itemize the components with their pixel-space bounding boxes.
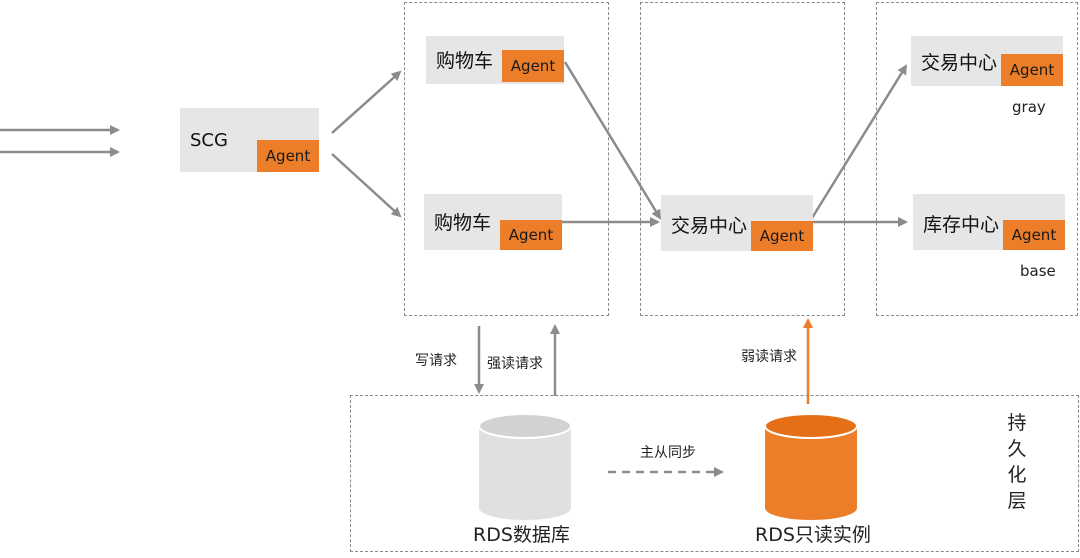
gray-tag: gray — [1012, 98, 1046, 116]
trade-to-gray-arrow — [810, 64, 908, 219]
rds-database-cylinder — [478, 413, 572, 520]
inventory-center-node: 库存中心 Agent — [913, 194, 1065, 250]
trade-center-gray-node: 交易中心 Agent — [911, 36, 1063, 86]
scg-agent-badge: Agent — [257, 140, 319, 172]
cart-top-node: 购物车 Agent — [426, 36, 564, 84]
cart-bottom-node: 购物车 Agent — [424, 194, 562, 250]
trade-center-gray-agent-badge: Agent — [1001, 54, 1063, 86]
trade-center-agent-badge: Agent — [751, 221, 813, 251]
scg-label: SCG — [190, 130, 228, 151]
trade-center-label: 交易中心 — [671, 215, 748, 237]
cart-bottom-label: 购物车 — [434, 212, 492, 234]
trade-center-node: 交易中心 Agent — [661, 195, 813, 251]
cart-group-boundary — [404, 2, 609, 316]
cart-bottom-agent-badge: Agent — [500, 220, 562, 250]
downstream-group-boundary — [876, 2, 1078, 316]
persistence-layer-boundary — [350, 395, 1079, 552]
scg-to-cart-top-arrow — [331, 70, 402, 134]
weak-read-label: 弱读请求 — [741, 349, 797, 365]
cart-top-agent-badge: Agent — [502, 50, 564, 82]
rds-readonly-cylinder — [764, 413, 858, 520]
rds-database-label: RDS数据库 — [473, 524, 570, 546]
cart-top-to-trade-arrow — [563, 61, 662, 220]
strong-read-label: 强读请求 — [487, 356, 543, 372]
sync-label: 主从同步 — [640, 445, 696, 461]
scg-node: SCG Agent — [180, 108, 319, 172]
trade-center-gray-label: 交易中心 — [921, 52, 998, 74]
inventory-center-label: 库存中心 — [923, 214, 1000, 236]
inventory-center-agent-badge: Agent — [1003, 220, 1065, 250]
cart-top-label: 购物车 — [436, 50, 494, 72]
trade-group-boundary — [640, 2, 845, 316]
persistence-layer-label: 持久化层 — [1007, 412, 1027, 512]
write-request-label: 写请求 — [415, 353, 457, 369]
base-tag: base — [1020, 262, 1056, 280]
scg-to-cart-bottom-arrow — [331, 153, 402, 218]
rds-readonly-label: RDS只读实例 — [755, 524, 871, 546]
